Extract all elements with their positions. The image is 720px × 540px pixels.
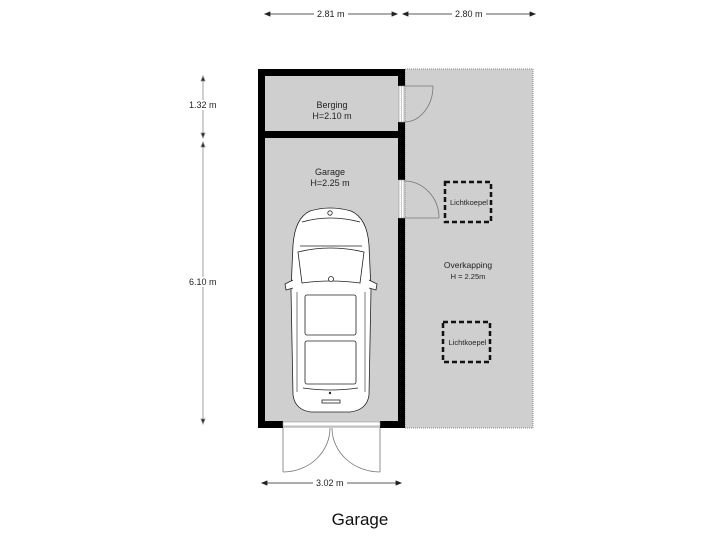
garage-double-door-icon <box>282 421 381 473</box>
room-label-overkapping: Overkapping H = 2.25m <box>434 260 502 282</box>
room-label-berging: Berging H=2.10 m <box>300 100 364 122</box>
car-top-view-icon <box>284 207 378 413</box>
room-name: Berging <box>316 100 348 110</box>
skylight-icon <box>441 320 492 364</box>
dimension-left-lower: 6.10 m <box>186 277 220 287</box>
dimension-left-upper: 1.32 m <box>186 100 220 110</box>
garage-side-door-icon <box>398 179 440 219</box>
walls <box>258 69 405 428</box>
dimension-top-left: 2.81 m <box>314 9 348 19</box>
room-name: Overkapping <box>443 260 493 270</box>
vertical-dimension-lines <box>200 74 206 426</box>
skylight-icon <box>443 180 493 224</box>
room-height: H=2.25 m <box>310 178 350 188</box>
skylight-label: Lichtkoepel <box>448 338 487 347</box>
berging-door-icon <box>398 85 434 123</box>
room-name: Garage <box>314 167 346 177</box>
room-label-garage: Garage H=2.25 m <box>298 167 362 189</box>
skylight-label: Lichtkoepel <box>450 198 488 207</box>
room-height: H=2.10 m <box>312 111 352 121</box>
room-height: H = 2.25m <box>450 272 486 281</box>
dimension-bottom: 3.02 m <box>313 478 347 488</box>
plan-title: Garage <box>331 510 389 529</box>
dimension-top-right: 2.80 m <box>452 9 486 19</box>
overkapping-area <box>404 68 534 429</box>
